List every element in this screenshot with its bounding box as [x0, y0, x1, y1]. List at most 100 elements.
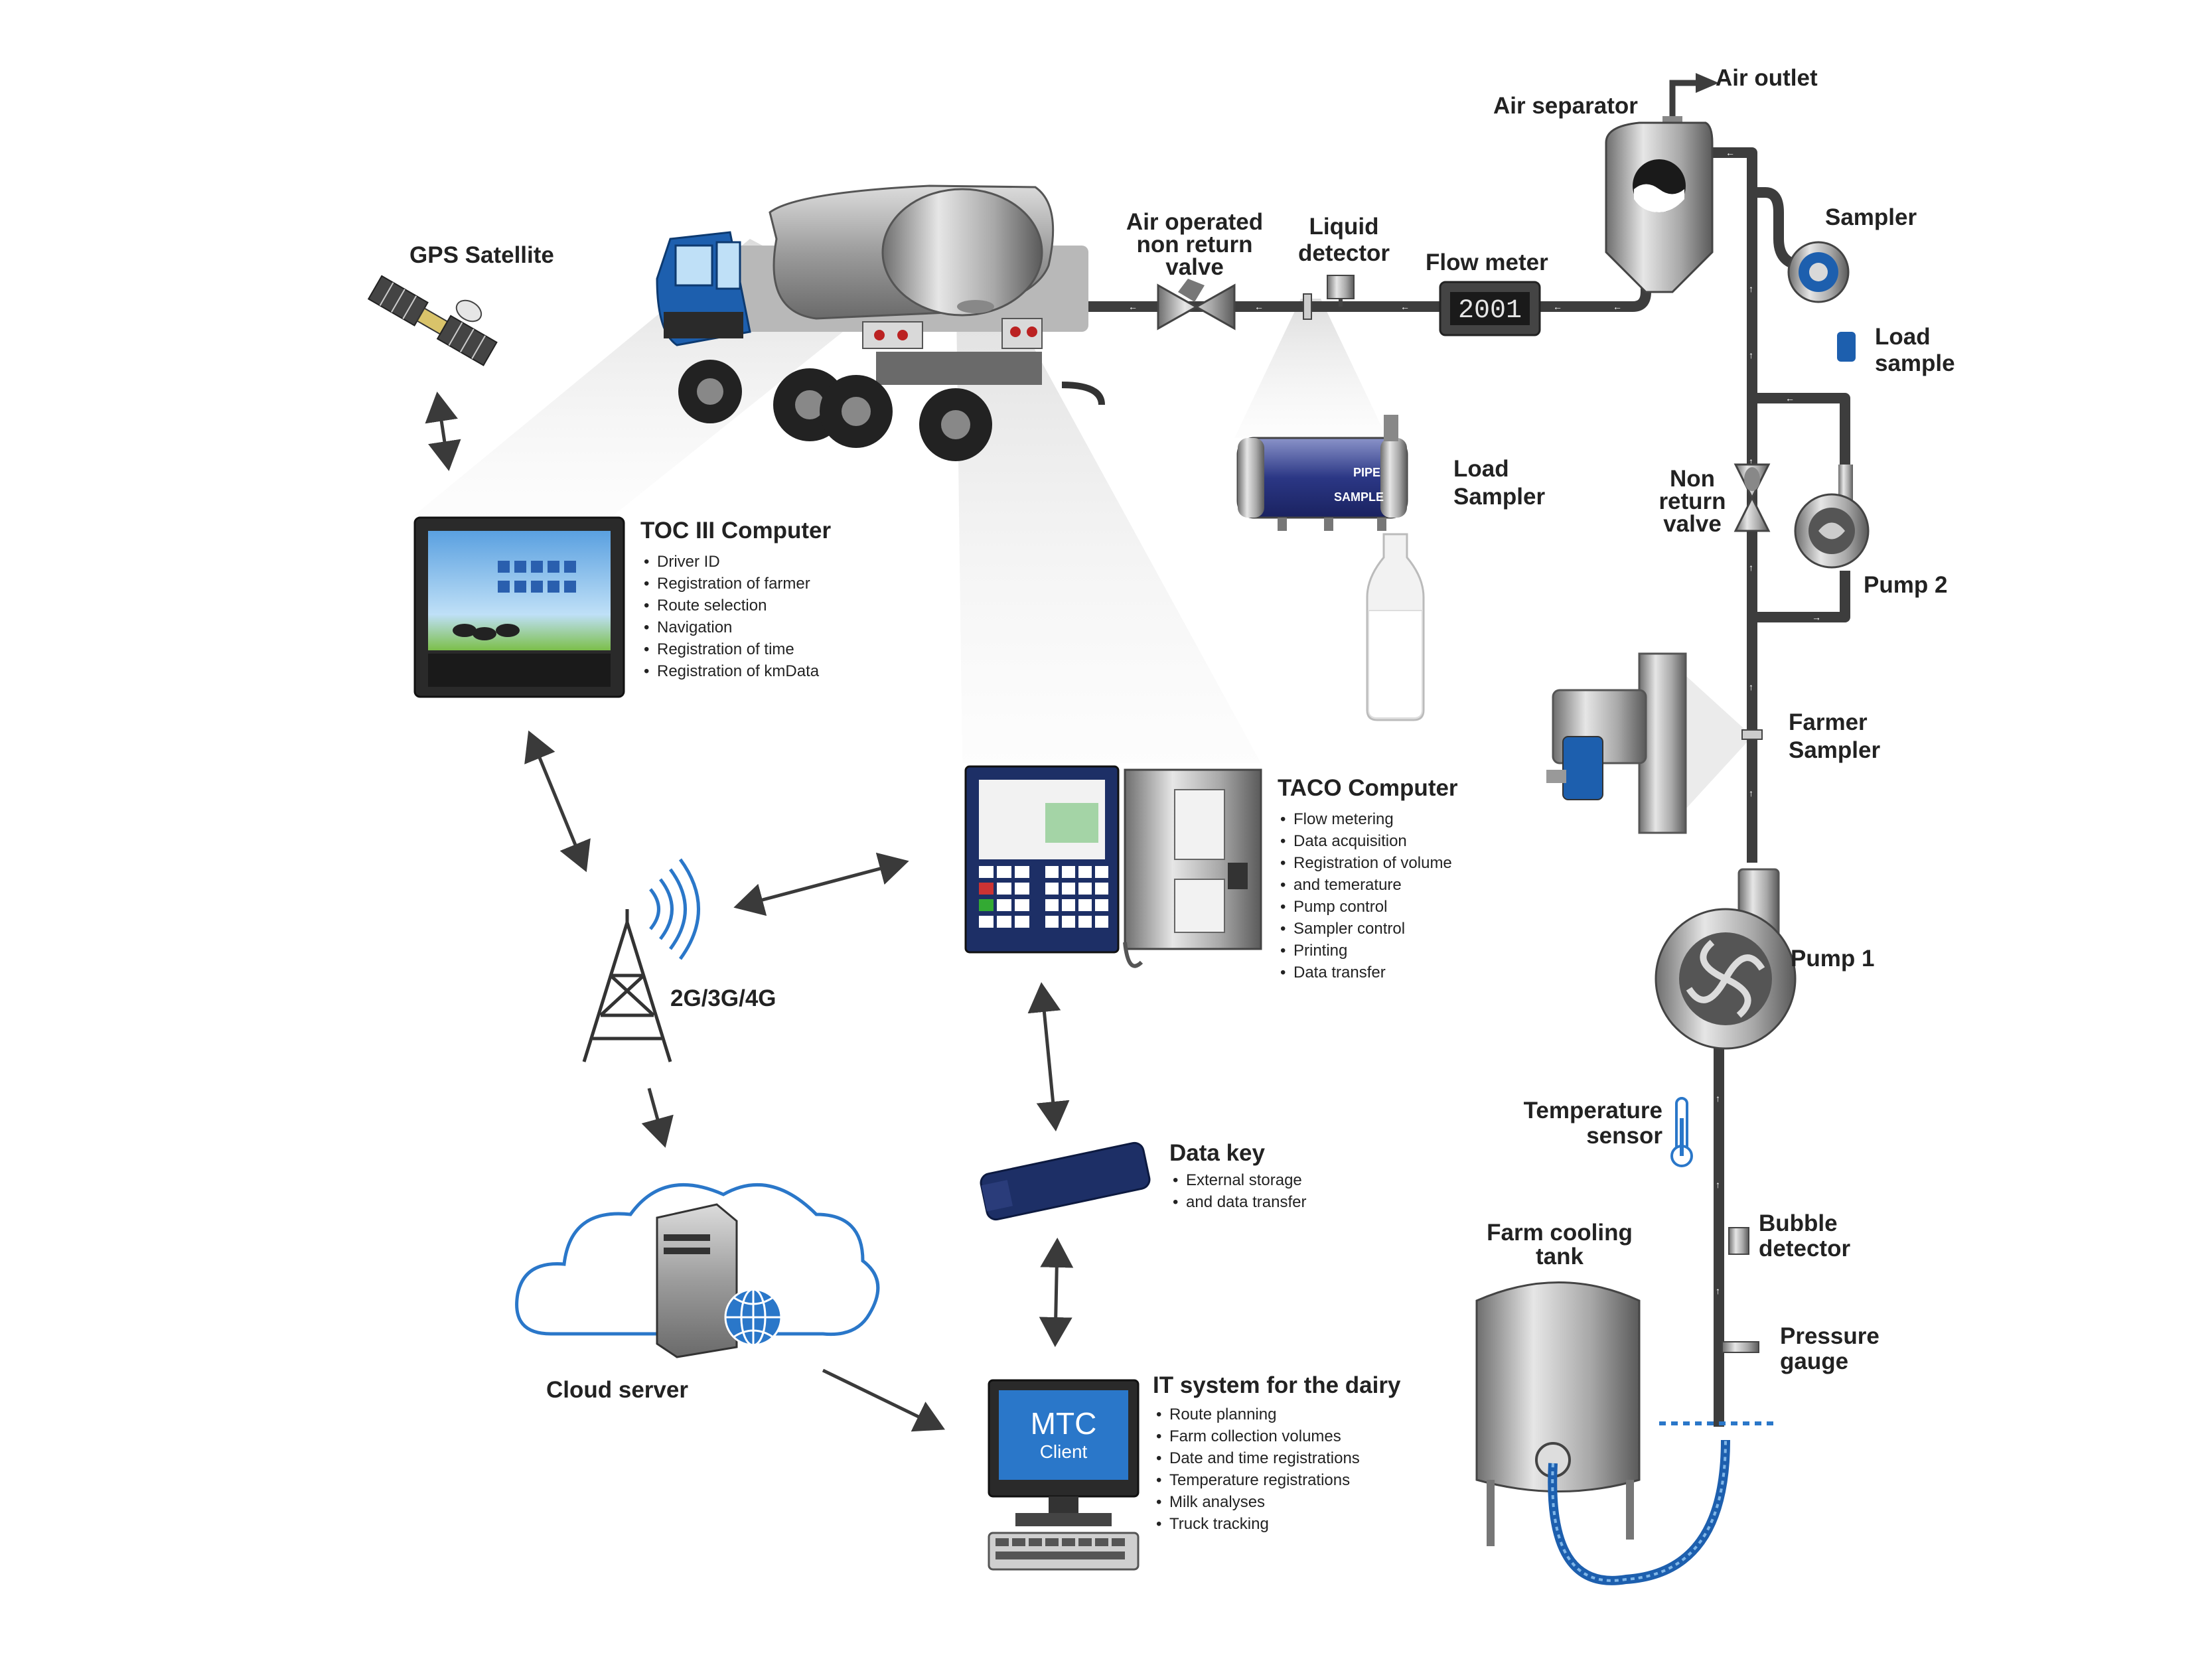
taco-item: Sampler control	[1280, 918, 1452, 940]
farmer-sampler-device	[1546, 652, 1763, 834]
air-separator-label: Air separator	[1493, 93, 1638, 119]
it-item: Farm collection volumes	[1156, 1425, 1360, 1447]
toc-feature-list: Driver ID Registration of farmer Route s…	[642, 551, 819, 682]
air-outlet-pipe	[1669, 80, 1699, 123]
it-item: Milk analyses	[1156, 1491, 1360, 1513]
liquid-detector-line-2: detector	[1297, 240, 1390, 266]
air-outlet-label: Air outlet	[1716, 65, 1818, 91]
air-valve-line-3: valve	[1165, 254, 1224, 280]
gps-satellite-label: GPS Satellite	[409, 242, 554, 268]
svg-text:←: ←	[1785, 393, 1795, 403]
pressure-line-1: Pressure	[1780, 1323, 1880, 1349]
air-valve-line-2: non return	[1136, 232, 1253, 257]
farm-cooling-tank	[1475, 1281, 1641, 1546]
flow-meter-display: 2001	[1458, 296, 1522, 326]
taco-feature-list: Flow metering Data acquisition Registrat…	[1279, 808, 1452, 983]
load-sampler-line-2: Sampler	[1453, 484, 1546, 510]
temperature-sensor	[1670, 1097, 1693, 1167]
non-return-line-1: Non	[1669, 466, 1716, 492]
gps-satellite-icon	[367, 275, 498, 366]
load-sample-label: Load sample	[1875, 324, 1955, 377]
svg-text:↑: ↑	[1749, 350, 1753, 360]
load-sampler-pipe-label: PIPE	[1353, 466, 1380, 479]
taco-item-continued: and temerature	[1280, 874, 1452, 896]
toc-item: Registration of kmData	[644, 660, 819, 682]
svg-text:←: ←	[1128, 301, 1138, 312]
svg-text:←: ←	[1254, 301, 1264, 312]
toc-item: Route selection	[644, 595, 819, 616]
liquid-detector-label: Liquid detector	[1291, 214, 1397, 267]
svg-text:↑: ↑	[1716, 1179, 1720, 1190]
taco-item: Printing	[1280, 940, 1452, 962]
it-item: Route planning	[1156, 1404, 1360, 1425]
air-outlet-arrow	[1696, 73, 1719, 93]
pressure-line-2: gauge	[1780, 1348, 1849, 1374]
farmer-sampler-line-1: Farmer	[1789, 709, 1868, 735]
datakey-item: External storage	[1173, 1169, 1306, 1191]
svg-text:←: ←	[1726, 147, 1735, 158]
flow-meter-label: Flow meter	[1426, 250, 1548, 275]
non-return-valve-label: Non return valve	[1646, 466, 1739, 537]
milk-bottle	[1366, 533, 1425, 721]
it-feature-list: Route planning Farm collection volumes D…	[1155, 1404, 1360, 1535]
data-key-device	[980, 1141, 1151, 1221]
svg-text:→: →	[1812, 612, 1821, 622]
bubble-line-2: detector	[1759, 1236, 1851, 1262]
air-operated-valve-label: Air operated non return valve	[1115, 209, 1274, 280]
temperature-line-1: Temperature	[1523, 1098, 1662, 1123]
non-return-line-3: valve	[1663, 511, 1722, 537]
svg-text:←: ←	[1400, 301, 1410, 312]
network-label: 2G/3G/4G	[670, 985, 776, 1011]
tank-line-2: tank	[1536, 1244, 1584, 1269]
sampler	[1787, 241, 1850, 303]
svg-text:↑: ↑	[1749, 283, 1753, 294]
non-return-line-2: return	[1659, 488, 1726, 514]
bubble-detector	[1728, 1227, 1749, 1255]
taco-item: Data transfer	[1280, 962, 1452, 983]
toc-item: Registration of farmer	[644, 573, 819, 595]
it-item: Date and time registrations	[1156, 1447, 1360, 1469]
taco-computer-device	[964, 765, 1262, 968]
mtc-screen-title: MTC	[1030, 1406, 1097, 1441]
farmer-sampler-line-2: Sampler	[1789, 737, 1881, 763]
svg-text:↑: ↑	[1749, 788, 1753, 798]
pump-1-label: Pump 1	[1791, 946, 1875, 972]
non-return-valve	[1733, 463, 1771, 532]
toc-title: TOC III Computer	[640, 518, 832, 543]
svg-text:↑: ↑	[1749, 456, 1753, 467]
taco-item: Data acquisition	[1280, 830, 1452, 852]
cloud-server-icon	[515, 1183, 880, 1358]
mtc-screen-subtitle: Client	[1039, 1441, 1088, 1462]
it-item: Truck tracking	[1156, 1513, 1360, 1535]
toc-item: Registration of time	[644, 638, 819, 660]
datakey-item-continued: and data transfer	[1173, 1191, 1307, 1213]
signal-waves-icon	[649, 858, 700, 960]
bubble-detector-label: Bubble detector	[1759, 1211, 1850, 1262]
load-sample-line-1: Load	[1875, 324, 1931, 350]
svg-text:↑: ↑	[1716, 1285, 1720, 1296]
sampler-label: Sampler	[1825, 204, 1917, 230]
cell-tower-icon	[582, 909, 672, 1062]
svg-text:↑: ↑	[1749, 682, 1753, 692]
cloud-server-label: Cloud server	[546, 1377, 688, 1403]
svg-text:↑: ↑	[1716, 1093, 1720, 1104]
air-separator	[1605, 116, 1714, 293]
mtc-client-computer	[988, 1379, 1140, 1571]
svg-text:←: ←	[1613, 301, 1622, 312]
pump-1	[1655, 868, 1797, 1050]
farm-cooling-tank-label: Farm cooling tank	[1463, 1221, 1656, 1269]
flow-meter: 2001	[1439, 281, 1541, 336]
load-sampler-line-1: Load	[1453, 456, 1509, 482]
it-system-title: IT system for the dairy	[1153, 1372, 1401, 1398]
beam-to-load-sampler	[1234, 299, 1387, 438]
load-sampler-label: Load Sampler	[1453, 455, 1545, 511]
air-valve-line-1: Air operated	[1126, 209, 1264, 235]
toc-item: Navigation	[644, 616, 819, 638]
temperature-line-2: sensor	[1586, 1123, 1662, 1149]
taco-item: Registration of volume	[1280, 852, 1452, 874]
pump-2	[1794, 465, 1870, 569]
pressure-gauge	[1722, 1341, 1759, 1353]
farmer-sampler-label: Farmer Sampler	[1789, 709, 1880, 764]
air-operated-valve	[1157, 279, 1236, 330]
